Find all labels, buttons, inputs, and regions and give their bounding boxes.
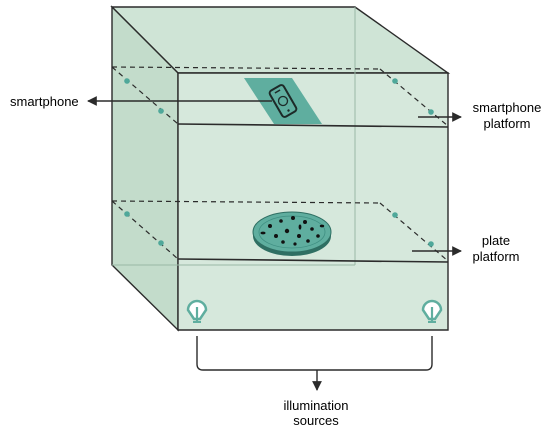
illumination-label-line2: sources (293, 413, 339, 428)
plate-platform-front-edge (177, 258, 449, 263)
smartphone-platform-pin (124, 78, 130, 84)
illumination-bracket (196, 336, 433, 371)
smartphone-platform-pin (392, 78, 398, 84)
smartphone-platform-pin (158, 108, 164, 114)
smartphone-platform-label-line2: platform (484, 116, 531, 131)
lamp-icon (421, 299, 443, 323)
smartphone-platform-pin (428, 109, 434, 115)
plate-platform-pin (428, 241, 434, 247)
plate-platform-label-line1: plate (482, 233, 510, 248)
smartphone-platform-front-edge (177, 123, 449, 128)
plate-platform-pin (124, 211, 130, 217)
box-front-face (177, 72, 449, 331)
plate-platform-label-line2: platform (473, 249, 520, 264)
smartphone-label: smartphone (10, 94, 79, 109)
phone-holder (244, 78, 322, 124)
smartphone-platform-left-edge (111, 66, 179, 125)
smartphone-icon (268, 84, 298, 118)
smartphone-platform-label-line1: smartphone (473, 100, 542, 115)
illumination-label-line1: illumination (283, 398, 348, 413)
petri-dish-icon (252, 211, 332, 256)
lamp-icon (186, 299, 208, 323)
plate-platform-pin (158, 240, 164, 246)
plate-platform-left-edge (111, 200, 179, 260)
plate-platform-pin (392, 212, 398, 218)
